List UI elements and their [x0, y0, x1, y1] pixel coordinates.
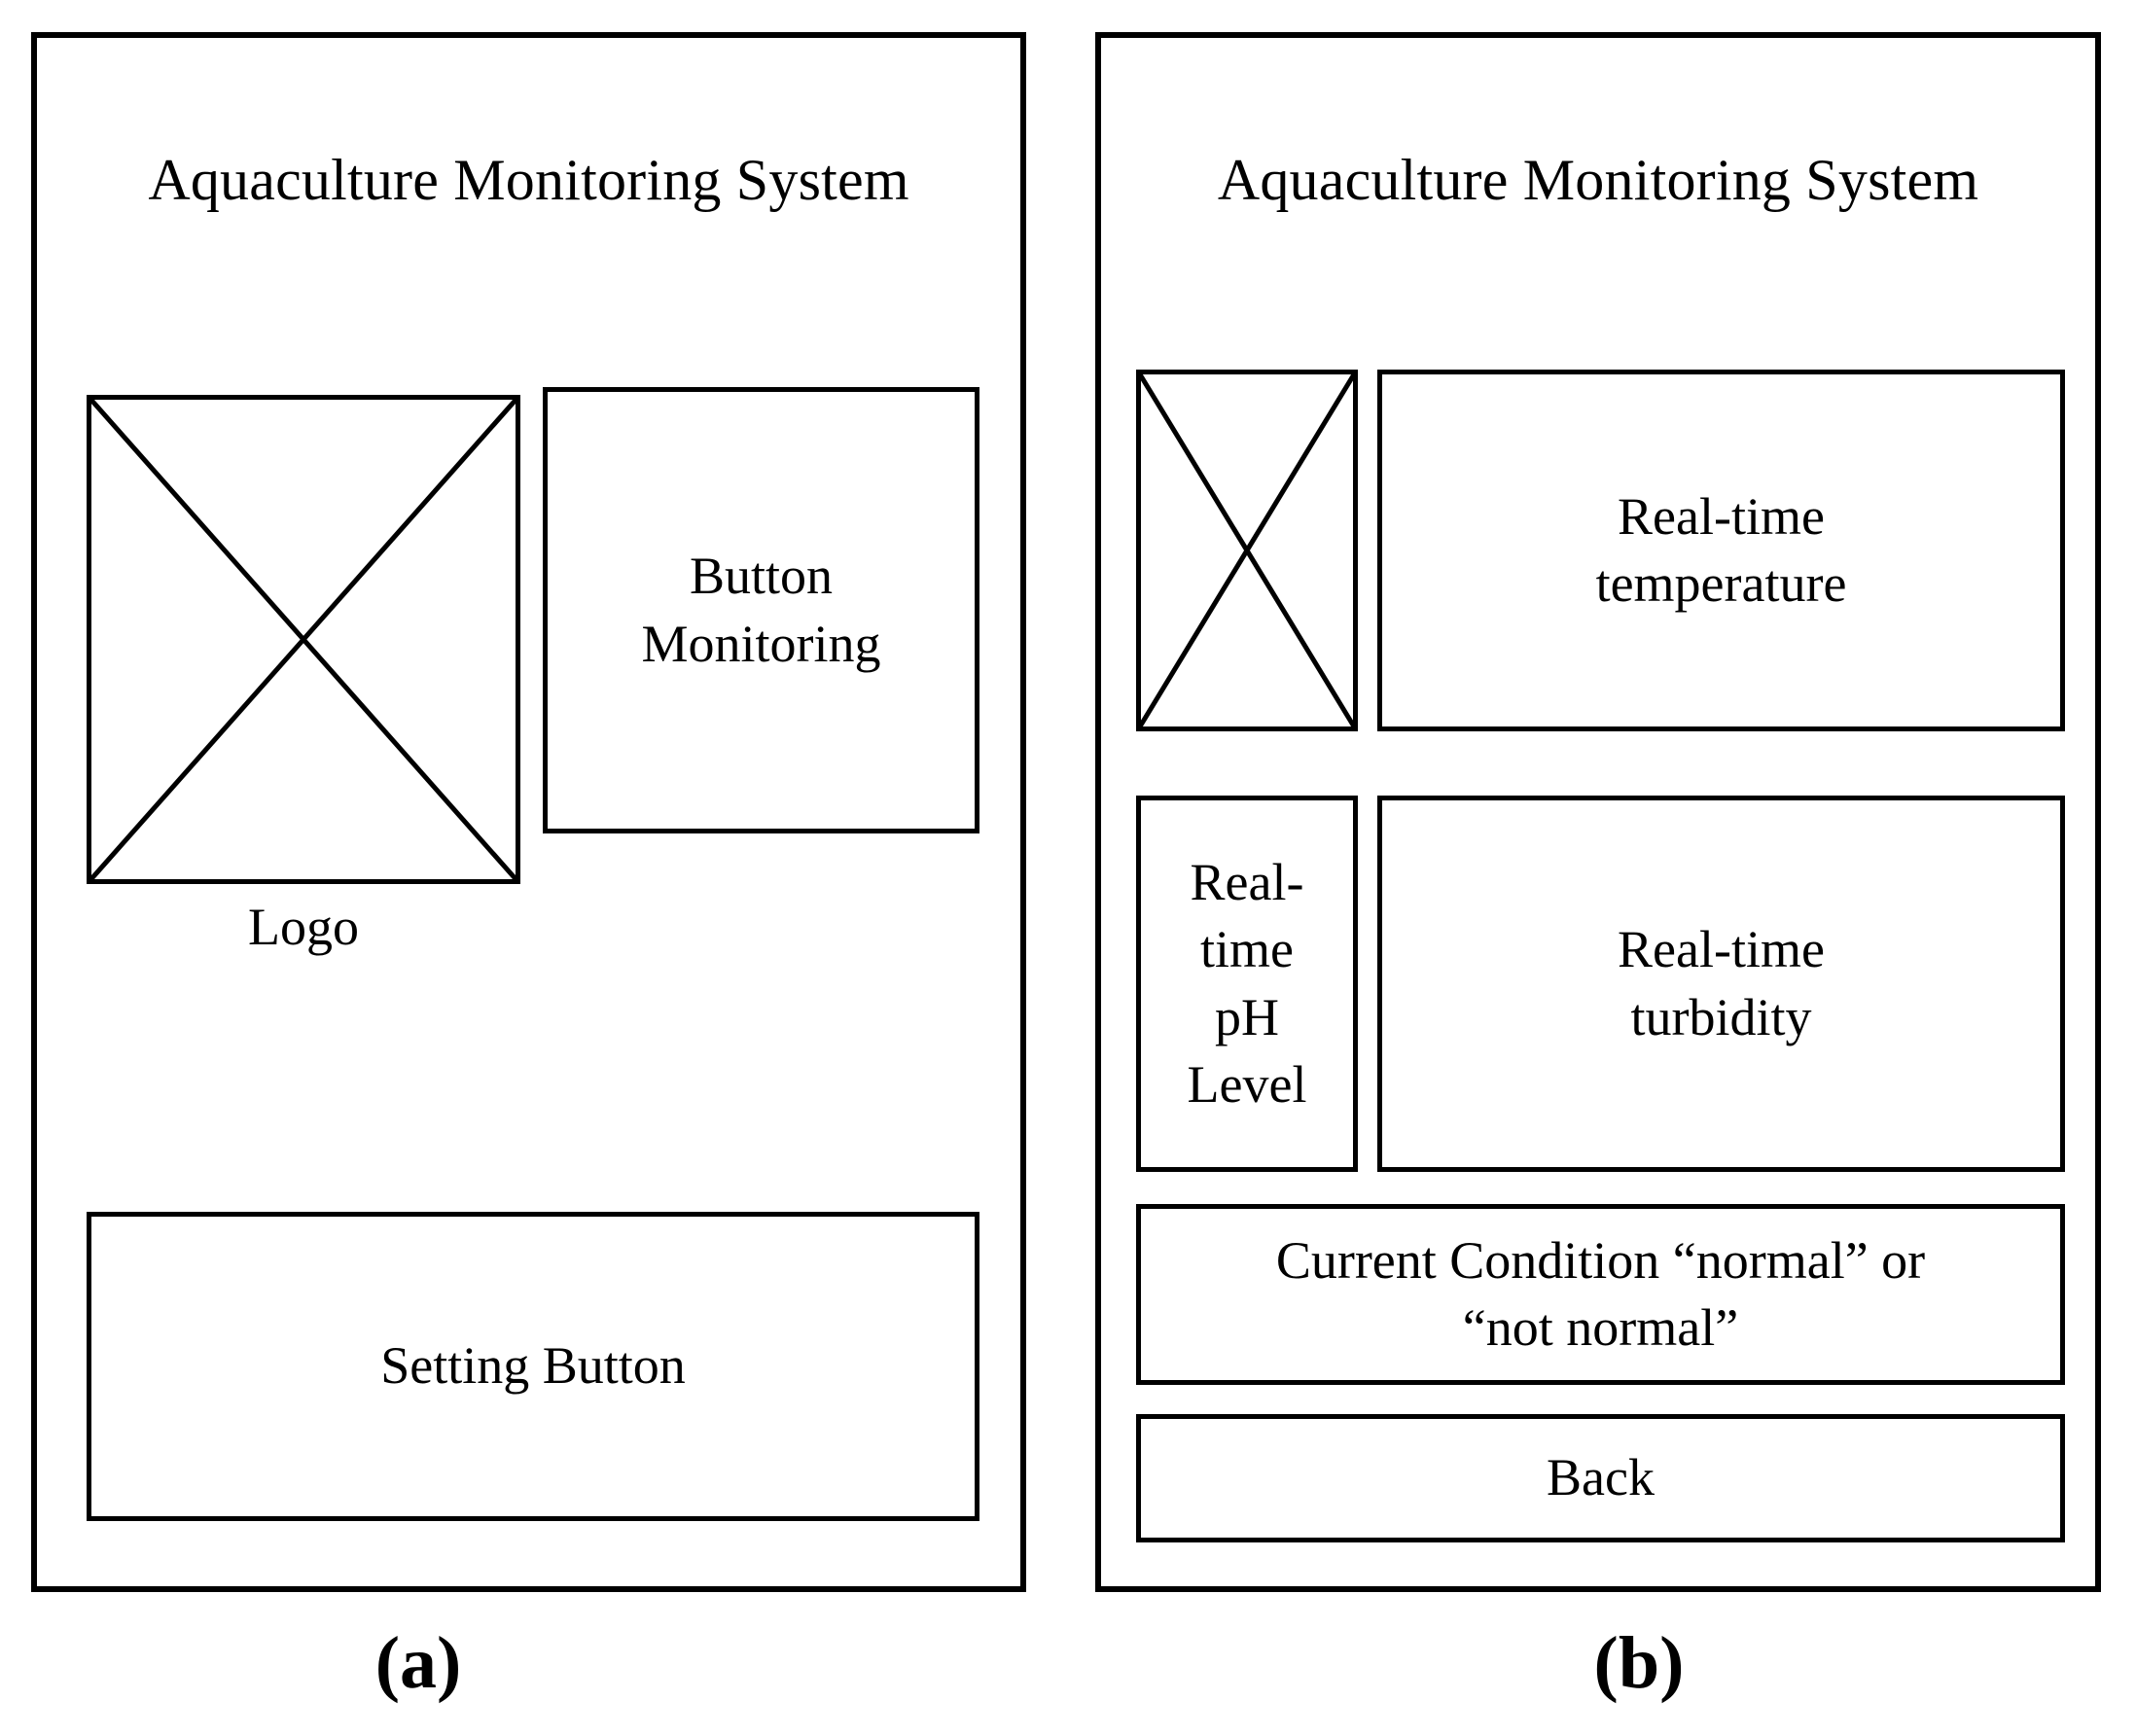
logo-caption-a: Logo: [248, 898, 359, 956]
app-title-a: Aquaculture Monitoring System: [148, 148, 909, 212]
figure-caption-a: (a): [374, 1622, 462, 1704]
logo-image-placeholder-b: [1136, 370, 1358, 731]
realtime-temperature-label: Real-time temperature: [1586, 483, 1857, 618]
logo-image-placeholder-a: [87, 395, 520, 884]
back-button-label: Back: [1547, 1448, 1655, 1507]
setting-button-label: Setting Button: [380, 1336, 686, 1396]
realtime-temperature-card[interactable]: Real-time temperature: [1377, 370, 2065, 731]
back-button[interactable]: Back: [1136, 1414, 2065, 1542]
button-monitoring-label: Button Monitoring: [631, 543, 890, 677]
figure-caption-b: (b): [1593, 1622, 1685, 1704]
app-title-b: Aquaculture Monitoring System: [1217, 148, 1979, 212]
current-condition-card: Current Condition “normal” or “not norma…: [1136, 1204, 2065, 1385]
current-condition-line1: Current Condition “normal” or: [1275, 1230, 1926, 1290]
phone-screen-a: Aquaculture Monitoring System Logo Butto…: [31, 32, 1026, 1592]
phone-screen-b: Aquaculture Monitoring System Real-time …: [1095, 32, 2101, 1592]
realtime-temperature-line1: Real-time: [1618, 486, 1825, 546]
realtime-turbidity-line2: turbidity: [1630, 987, 1812, 1046]
realtime-turbidity-line1: Real-time: [1618, 920, 1825, 979]
button-monitoring-label-line1: Button: [689, 547, 833, 606]
setting-button[interactable]: Setting Button: [87, 1212, 979, 1521]
current-condition-label: Current Condition “normal” or “not norma…: [1266, 1227, 1935, 1362]
realtime-ph-line1: Real-time: [1190, 853, 1304, 979]
realtime-ph-label: Real-time pH Level: [1141, 849, 1353, 1117]
realtime-ph-line2: pH Level: [1187, 987, 1307, 1114]
realtime-ph-card[interactable]: Real-time pH Level: [1136, 796, 1358, 1172]
realtime-turbidity-label: Real-time turbidity: [1608, 916, 1834, 1050]
button-monitoring-label-line2: Monitoring: [641, 614, 881, 673]
realtime-temperature-line2: temperature: [1595, 554, 1847, 613]
realtime-turbidity-card[interactable]: Real-time turbidity: [1377, 796, 2065, 1172]
current-condition-line2: “not normal”: [1462, 1298, 1739, 1357]
button-monitoring[interactable]: Button Monitoring: [543, 387, 979, 833]
